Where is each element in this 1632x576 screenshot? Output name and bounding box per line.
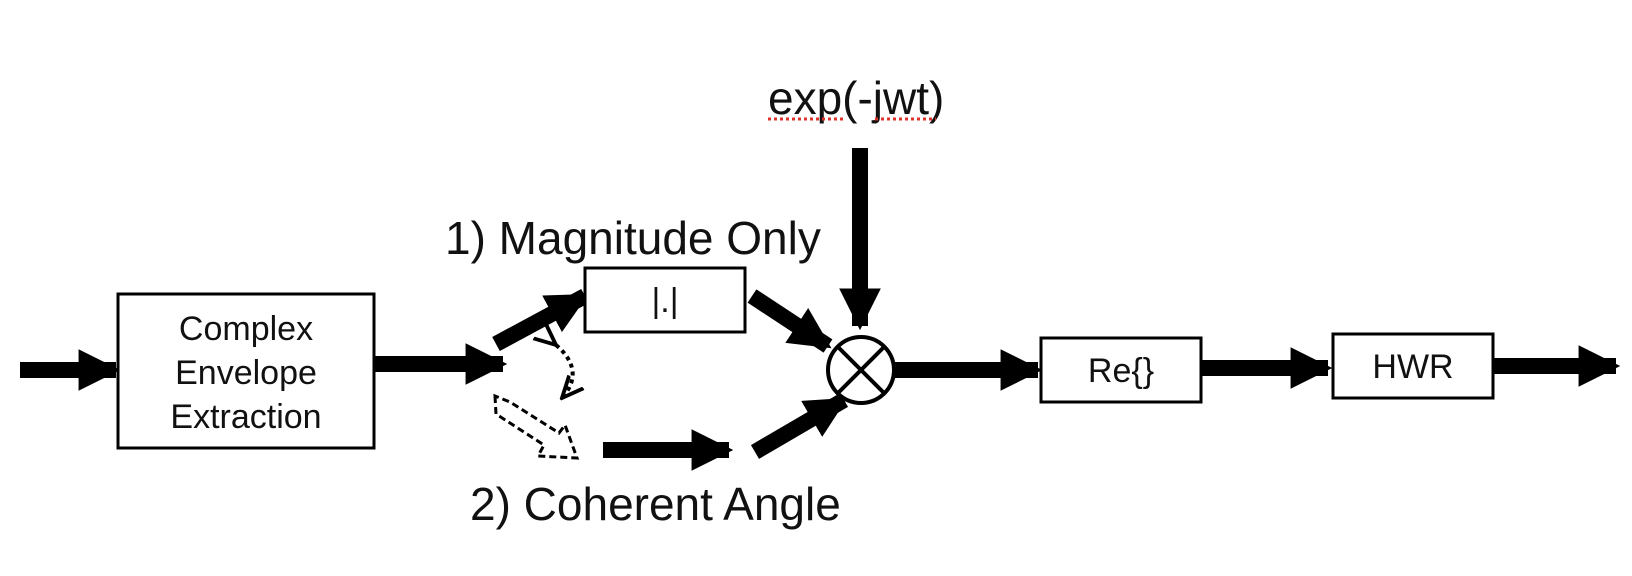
real-part-block-label: Re{} <box>1088 352 1154 390</box>
carrier-label: exp(-jwt) <box>768 72 944 124</box>
coherent-angle-dashed-arrow <box>493 393 580 460</box>
coherent-angle-label: 2) Coherent Angle <box>470 478 841 530</box>
magnitude-block: |.| <box>583 266 747 334</box>
magnitude-block-label: |.| <box>651 282 678 320</box>
magnitude-to-mixer-arrow <box>747 289 833 353</box>
real-part-block: Re{} <box>1039 336 1203 404</box>
mixer-multiply-icon <box>826 335 896 405</box>
envelope-line-2: Envelope <box>175 354 317 392</box>
path-switch-arrow <box>556 345 573 398</box>
hwr-block-label: HWR <box>1372 348 1453 386</box>
angle-to-mixer-arrow <box>750 393 849 459</box>
envelope-line-3: Extraction <box>170 398 321 436</box>
magnitude-only-label: 1) Magnitude Only <box>445 212 821 264</box>
envelope-block: Complex Envelope Extraction <box>116 292 376 450</box>
hwr-block: HWR <box>1331 332 1495 400</box>
envelope-line-1: Complex <box>179 310 313 348</box>
to-magnitude-arrow <box>492 288 589 352</box>
